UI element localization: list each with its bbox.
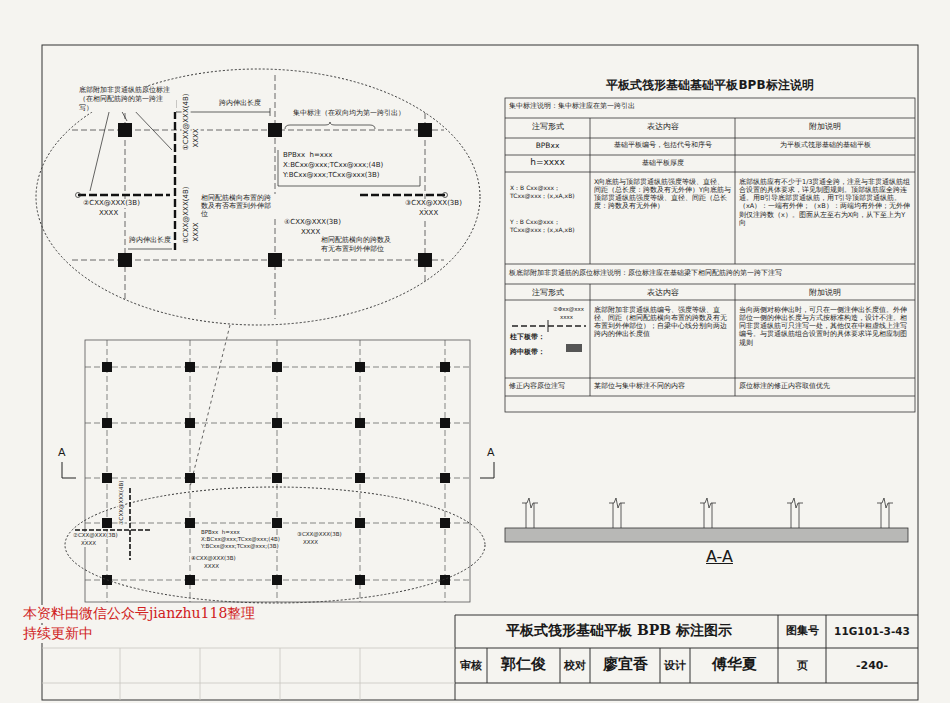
table-cell: 修正内容原位注写 [509, 382, 565, 390]
rebar-length: XXXX [192, 221, 201, 242]
rebar-length: XXXX [418, 209, 439, 218]
rebar-mark: ④CXX@XXX(3B) [283, 218, 342, 227]
rebar-mark: ①CXX@XXX(4B) [118, 480, 125, 527]
rebar-length: XXXX [98, 209, 119, 218]
rebar-mark: ②Φxx@xxx [553, 306, 584, 313]
note-text: 集中标注（在双向均为第一跨引出） [292, 109, 406, 118]
table-cell: 柱下板带： [510, 333, 545, 341]
title-block-cell: 图集号 [778, 624, 826, 638]
note-text: 相同配筋横向布置的跨数及有否布置到外伸部位 [200, 194, 276, 218]
rebar-mark: ④CXX@XXX(3B) [190, 555, 237, 562]
title-block-cell: 页 [778, 659, 826, 673]
panel-title: 平板式筏形基础基础平板BPB标注说明 [505, 78, 915, 93]
watermark: 持续更新中 [22, 625, 94, 643]
table-cell: 集中标注说明：集中标注应在第一跨引出 [509, 102, 635, 111]
rebar-length: XXXX [300, 228, 321, 237]
table-cell: 为平板式筏形基础的基础平板 [735, 141, 915, 150]
signature: 郭仁俊 [487, 655, 560, 674]
rebar-mark: ③CXX@XXX(3B) [296, 531, 343, 538]
rebar-length: XXXX [203, 563, 220, 570]
rebar-mark: BPBxx h=xxx [282, 151, 333, 160]
table-header: 附加说明 [735, 288, 915, 297]
rebar-mark: Y:BCxx@xxx;TCxx@xxx(3B) [282, 171, 381, 180]
table-cell: 底部附加非贯通纵筋编号、强度等级、直径、间距（相同配筋横向布置的跨数及有无布置到… [594, 306, 731, 339]
rebar-mark: ①CXX@XXX(4B) [182, 93, 191, 152]
dimension-text: 跨内伸出长度 [128, 236, 172, 245]
table-header: 附加说明 [735, 122, 915, 131]
rebar-mark: Y:BCxx@xxx;TCxx@xxx;(3B) [200, 543, 280, 550]
sheet-title: 平板式筏形基础平板 BPB 标注图示 [460, 622, 778, 640]
table-cell: 板底部附加非贯通筋的原位标注说明：原位标注应在基础梁下相同配筋跨的第一跨下注写 [509, 269, 782, 278]
table-header: 注写形式 [505, 288, 590, 297]
signature: 傅华夏 [690, 655, 778, 674]
section-mark: A [487, 446, 495, 460]
section-mark: A [58, 446, 66, 460]
rebar-mark: X:BCxx@xxx;TCxx@xxx;(4B) [200, 536, 281, 543]
title-block-cell: -240- [826, 659, 918, 673]
table-header: 表达内容 [590, 122, 735, 131]
table-cell: 底部纵筋应有不少于1/3贯通全跨，注意与非贯通纵筋组合设置的具体要求，详见制图规… [739, 178, 911, 227]
table-cell: 跨中板带： [510, 348, 545, 356]
watermark: 本资料由微信公众号jianzhu118整理 [22, 605, 256, 623]
table-cell: h=xxxx [505, 157, 590, 168]
table-cell: 当向两侧对称伸出时，可只在一侧注伸出长度值。外伸部位一侧的伸出长度与方式按标准构… [739, 306, 911, 347]
rebar-mark: ①CXX@XXX(4B) [182, 186, 191, 245]
signature: 廖宜香 [590, 655, 660, 674]
title-block-cell: 设计 [660, 659, 690, 673]
title-block-cell: 校对 [560, 659, 590, 673]
dimension-text: 跨内伸出长度 [218, 99, 262, 108]
rebar-length: XXXX [302, 539, 319, 546]
table-cell: X向底筋与顶部贯通纵筋强度等级、直径、间距（总长度：跨数及有无外伸）Y向底筋与顶… [594, 178, 731, 211]
title-block-cell: 11G101-3-43 [826, 625, 918, 638]
title-block-cell: 审核 [455, 659, 487, 673]
table-cell: Y：B Cxx@xxx； TCxx@xxx；(x,xA,xB) [510, 218, 588, 233]
rebar-length: XXXX [80, 540, 97, 547]
rebar-length: XXXX [192, 127, 201, 148]
table-cell: 原位标注的修正内容取值优先 [739, 382, 830, 390]
rebar-mark: ②CXX@XXX(3B) [72, 532, 119, 539]
table-cell: X：B Cxx@xxx； TCxx@xxx；(x,xA,xB) [510, 184, 588, 199]
rebar-length: xxxx [560, 314, 573, 321]
note-text: 底部附加非贯通纵筋原位标注（在相同配筋跨的第一跨注写） [78, 86, 176, 112]
table-header: 注写形式 [505, 122, 590, 131]
note-text: 相同配筋横向的跨数及有无布置到外伸部位 [320, 236, 394, 254]
table-cell: BPBxx [505, 141, 590, 150]
rebar-mark: BPBxx h=xxx [200, 529, 241, 536]
rebar-mark: X:BCxx@xxx;TCxx@xxx;(4B) [282, 161, 384, 170]
table-header: 表达内容 [590, 288, 735, 297]
rebar-mark: ②CXX@XXX(3B) [82, 199, 141, 208]
table-cell: 基础平板厚度 [590, 159, 735, 168]
table-cell: 基础平板编号，包括代号和序号 [590, 141, 735, 150]
section-title: A-A [706, 547, 733, 567]
rebar-mark: ③CXX@XXX(3B) [404, 199, 463, 208]
table-cell: 某部位与集中标注不同的内容 [594, 382, 685, 390]
